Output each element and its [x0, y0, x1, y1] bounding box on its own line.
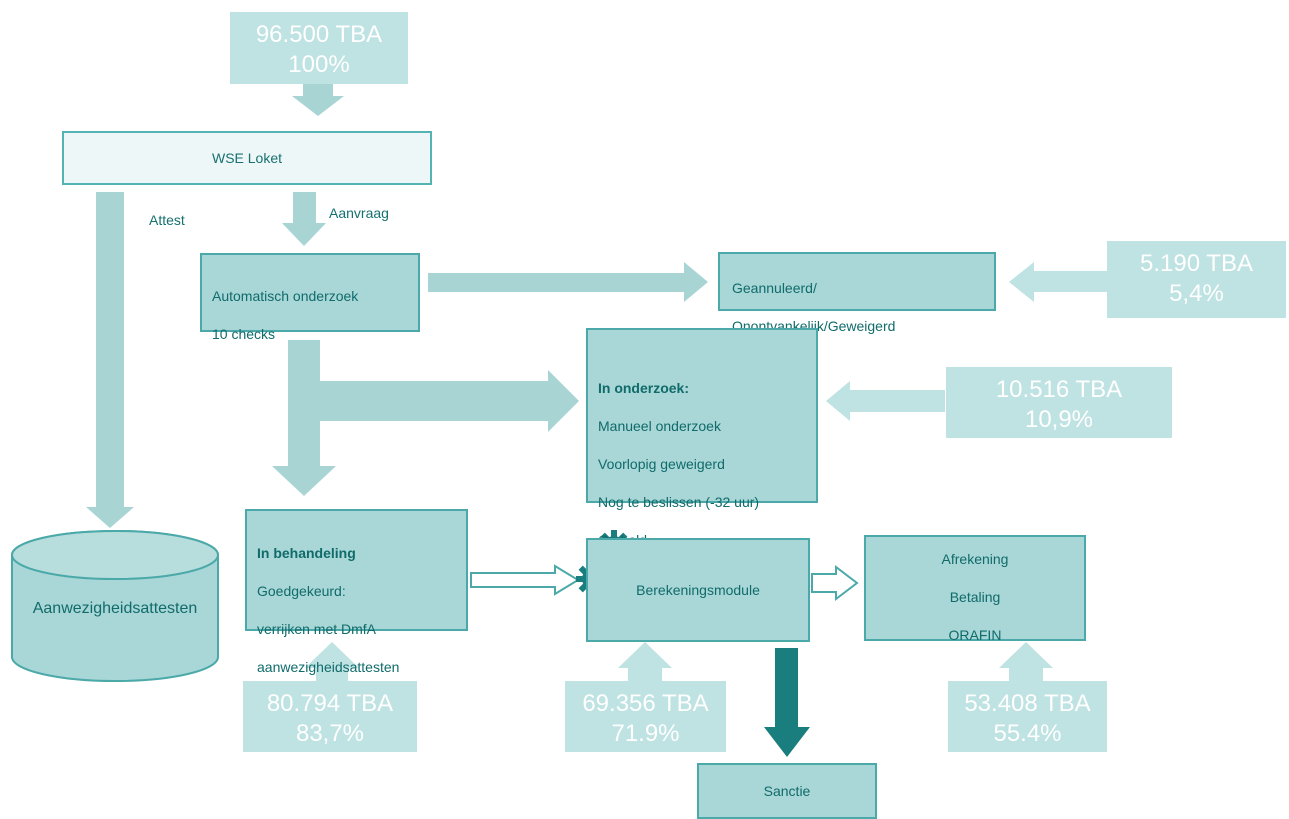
- to-afrekening-arrow: [811, 564, 859, 602]
- to-geannuleerd-arrow: [428, 262, 708, 302]
- berekeningsmodule-label: Berekeningsmodule: [636, 582, 760, 598]
- top-stat-percent: 100%: [288, 51, 350, 78]
- geannuleerd-stat-percent: 5,4%: [1169, 280, 1224, 307]
- top-stat: 96.500 TBA 100%: [230, 12, 408, 84]
- sanctie-arrow: [764, 648, 810, 757]
- onderzoek-stat: 10.516 TBA 10,9%: [946, 367, 1172, 438]
- database-top: [11, 530, 219, 580]
- berekening-stat: 69.356 TBA 71.9%: [565, 681, 726, 752]
- sanctie-label: Sanctie: [763, 783, 811, 799]
- in-onderzoek-title: In onderzoek:: [598, 380, 690, 396]
- in-onderzoek-line-2: Voorlopig geweigerd: [598, 456, 725, 472]
- afrekening-line-2: Betaling: [949, 589, 1001, 605]
- onderzoek-stat-percent: 10,9%: [1024, 406, 1094, 433]
- berekening-stat-value: 69.356 TBA: [582, 690, 709, 717]
- afrekening-stat-up-arrow: [999, 642, 1053, 681]
- main-down-arrow: [272, 340, 579, 496]
- in-behandeling-box: In behandeling Goedgekeurd: verrijken me…: [245, 509, 468, 675]
- attest-label: Attest: [149, 212, 185, 228]
- from-onderzoek-stat-arrow: [826, 381, 945, 421]
- onderzoek-stat-value: 10.516 TBA: [995, 376, 1123, 403]
- geannuleerd-box: Geannuleerd/ Onontvankelijk/Geweigerd: [718, 252, 996, 334]
- automatisch-onderzoek-line-2: 10 checks: [212, 326, 276, 342]
- afrekening-stat: 53.408 TBA 55.4%: [948, 681, 1107, 752]
- in-onderzoek-box: In onderzoek: Manueel onderzoek Voorlopi…: [586, 328, 818, 548]
- aanwezigheidsattesten-label: Aanwezigheidsattesten: [32, 600, 198, 617]
- attest-arrow: [86, 192, 134, 528]
- in-onderzoek-line-1: Manueel onderzoek: [598, 418, 721, 434]
- in-behandeling-line-1: Goedgekeurd:: [257, 583, 346, 599]
- top-down-arrow: [292, 84, 344, 116]
- afrekening-stat-percent: 55.4%: [993, 720, 1062, 747]
- berekening-stat-up-arrow: [618, 642, 672, 681]
- in-behandeling-line-3: aanwezigheidsattesten: [257, 659, 400, 675]
- wse-loket-box: WSE Loket: [62, 131, 432, 185]
- automatisch-onderzoek-text: Automatisch onderzoek 10 checks: [212, 268, 408, 344]
- geannuleerd-stat-value: 5.190 TBA: [1140, 250, 1253, 277]
- aanvraag-arrow: [282, 192, 326, 246]
- behandeling-stat-value: 80.794 TBA: [266, 690, 394, 717]
- in-behandeling-line-2: verrijken met DmfA: [257, 621, 377, 637]
- geannuleerd-text: Geannuleerd/ Onontvankelijk/Geweigerd: [732, 260, 982, 336]
- aanvraag-label: Aanvraag: [329, 205, 389, 221]
- behandeling-stat-up-arrow: [305, 642, 359, 681]
- behandeling-stat-percent: 83,7%: [295, 720, 365, 747]
- top-stat-value: 96.500 TBA: [255, 21, 383, 48]
- afrekening-stat-value: 53.408 TBA: [964, 690, 1091, 717]
- automatisch-onderzoek-line-1: Automatisch onderzoek: [212, 288, 359, 304]
- afrekening-line-3: ORAFIN: [948, 627, 1002, 643]
- berekeningsmodule-box: Berekeningsmodule: [586, 538, 810, 642]
- afrekening-box: Afrekening Betaling ORAFIN: [864, 535, 1086, 643]
- in-behandeling-title: In behandeling: [257, 545, 356, 561]
- from-geannuleerd-stat-arrow: [1009, 262, 1107, 302]
- geannuleerd-line-1: Geannuleerd/: [732, 280, 817, 296]
- to-berekening-arrow: [470, 564, 580, 596]
- geannuleerd-stat: 5.190 TBA 5,4%: [1107, 241, 1286, 318]
- wse-loket-label: WSE Loket: [211, 150, 283, 166]
- berekening-stat-percent: 71.9%: [611, 720, 680, 747]
- in-behandeling-text: In behandeling Goedgekeurd: verrijken me…: [257, 525, 456, 677]
- in-onderzoek-text: In onderzoek: Manueel onderzoek Voorlopi…: [598, 360, 806, 550]
- afrekening-text: Afrekening Betaling ORAFIN: [942, 531, 1009, 645]
- automatisch-onderzoek-box: Automatisch onderzoek 10 checks: [200, 253, 420, 342]
- sanctie-box: Sanctie: [697, 763, 877, 819]
- in-onderzoek-line-3: Nog te beslissen (-32 uur): [598, 494, 760, 510]
- behandeling-stat: 80.794 TBA 83,7%: [243, 681, 417, 752]
- afrekening-line-1: Afrekening: [941, 551, 1009, 567]
